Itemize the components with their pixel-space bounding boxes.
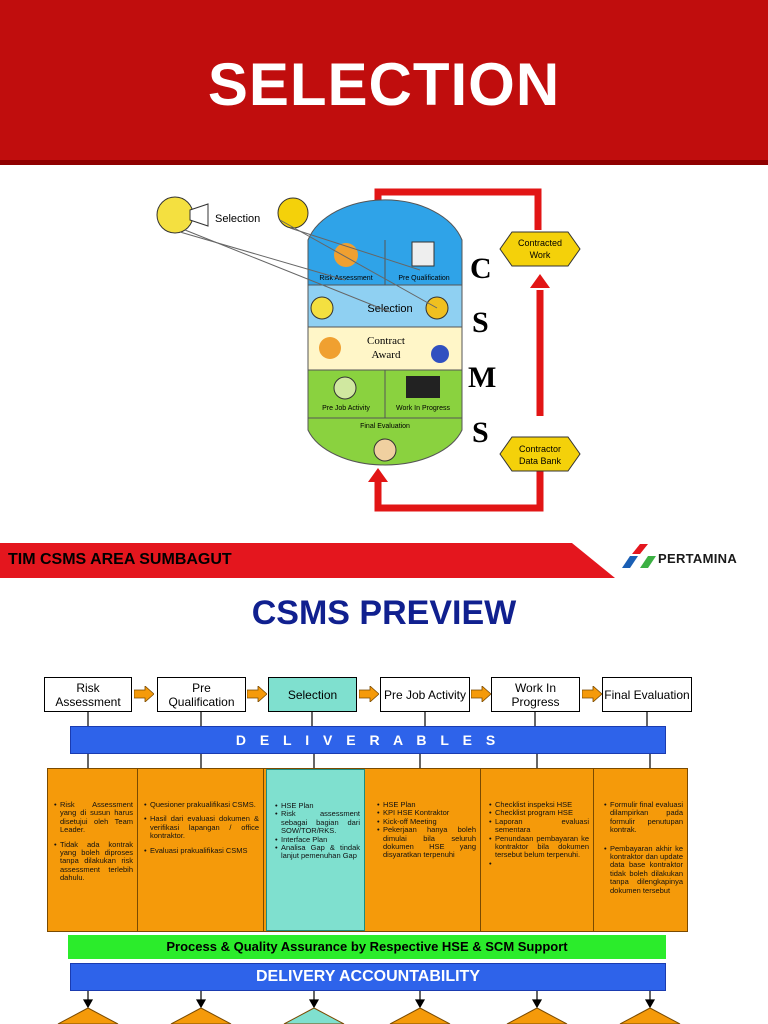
list-item: Quesioner prakualifikasi CSMS. bbox=[144, 800, 259, 810]
col-pre-job-activity: HSE Plan KPI HSE Kontraktor Kick-off Mee… bbox=[369, 769, 481, 931]
contracted-work-line1: Contracted bbox=[518, 238, 562, 248]
list-item: Hasil dari evaluasi dokumen & verifikasi… bbox=[144, 815, 259, 840]
step-selection: Selection bbox=[268, 677, 357, 712]
selection-callout: Selection bbox=[156, 196, 438, 313]
deliverables-grid: Risk Assessment yang di susun harus dise… bbox=[47, 768, 688, 932]
phase-selection: Selection bbox=[367, 303, 412, 315]
slide-selection: SELECTION Risk Assessment bbox=[0, 0, 768, 578]
footer-red-band bbox=[0, 543, 615, 578]
csms-letters: C S M S bbox=[468, 252, 496, 449]
bottom-diamond-5 bbox=[506, 1007, 568, 1024]
worker-icon bbox=[406, 376, 440, 398]
process-qa-bar: Process & Quality Assurance by Respectiv… bbox=[68, 935, 666, 959]
list-item: Tidak ada kontrak yang boleh diproses ta… bbox=[54, 840, 133, 883]
phase-pre-qualification: Pre Qualification bbox=[398, 275, 449, 282]
risk-icon bbox=[334, 243, 358, 267]
step-risk-assessment: Risk Assessment bbox=[44, 677, 132, 712]
contracted-work-line2: Work bbox=[530, 250, 551, 260]
list-item: KPI HSE Kontraktor bbox=[377, 808, 476, 818]
phase-contract-award-2: Award bbox=[372, 349, 401, 361]
step-pre-qualification: Pre Qualification bbox=[157, 677, 246, 712]
list-item: Pembayaran akhir ke kontraktor dan updat… bbox=[604, 844, 683, 895]
phase-contract-award-1: Contract bbox=[367, 335, 405, 347]
list-item: Laporan evaluasi sementara bbox=[489, 817, 589, 835]
prequal-icon bbox=[411, 241, 435, 267]
col-risk-assessment: Risk Assessment yang di susun harus dise… bbox=[48, 769, 138, 931]
data-bank-line2: Data Bank bbox=[519, 456, 562, 466]
col-pre-qualification: Quesioner prakualifikasi CSMS. Hasil dar… bbox=[138, 769, 264, 931]
preview-title: CSMS PREVIEW bbox=[251, 594, 517, 632]
step-arrow-4 bbox=[471, 686, 491, 702]
step-arrow-5 bbox=[582, 686, 602, 702]
step-final-evaluation: Final Evaluation bbox=[602, 677, 692, 712]
list-item: Checklist program HSE bbox=[489, 808, 589, 818]
col-final-evaluation: Formulir final evaluasi dilampirkan pada… bbox=[594, 769, 687, 931]
bottom-diamond-2 bbox=[170, 1007, 232, 1024]
bottom-diamond-6 bbox=[619, 1007, 681, 1024]
phase-final-evaluation: Final Evaluation bbox=[360, 423, 410, 430]
callout-gavel-icon bbox=[277, 197, 309, 229]
phase-risk-assessment: Risk Assessment bbox=[319, 275, 372, 282]
bottom-diamond-3 bbox=[283, 1007, 345, 1024]
evaluation-icon bbox=[373, 438, 397, 462]
step-arrow-1 bbox=[134, 686, 154, 702]
bottom-diamond-1 bbox=[57, 1007, 119, 1024]
phase-pre-job-activity: Pre Job Activity bbox=[322, 405, 370, 412]
list-item: HSE Plan bbox=[275, 801, 360, 811]
list-item: HSE Plan bbox=[377, 800, 476, 810]
logo-text: PERTAMINA bbox=[658, 551, 738, 566]
list-item: Checklist inspeksi HSE bbox=[489, 800, 589, 810]
callout-selection-label: Selection bbox=[215, 213, 260, 225]
letter-m: M bbox=[468, 361, 496, 394]
letter-s1: S bbox=[472, 306, 489, 339]
list-item: Evaluasi prakualifikasi CSMS bbox=[144, 846, 259, 856]
letter-c: C bbox=[470, 252, 492, 285]
title-band bbox=[0, 0, 768, 165]
step-pre-job-activity: Pre Job Activity bbox=[380, 677, 470, 712]
list-item: Penundaan pembayaran ke kontraktor bila … bbox=[489, 834, 589, 860]
contracted-work-hex: Contracted Work bbox=[499, 231, 581, 267]
list-item: Formulir final evaluasi dilampirkan pada… bbox=[604, 800, 683, 835]
slide-title: SELECTION bbox=[207, 51, 561, 118]
list-item: Risk Assessment yang di susun harus dise… bbox=[54, 800, 133, 835]
pertamina-logo-icon bbox=[622, 544, 656, 568]
deliverables-bar: D E L I V E R A B L E S bbox=[70, 726, 666, 754]
bottom-diamond-4 bbox=[389, 1007, 451, 1024]
contractor-data-bank-hex: Contractor Data Bank bbox=[499, 436, 581, 472]
step-arrow-3 bbox=[359, 686, 379, 702]
data-bank-line1: Contractor bbox=[519, 444, 561, 454]
delivery-accountability-bar: DELIVERY ACCOUNTABILITY bbox=[70, 963, 666, 991]
list-item: Kick-off Meeting bbox=[377, 817, 476, 827]
selection-badge-icon bbox=[310, 296, 334, 320]
footer-text: TIM CSMS AREA SUMBAGUT bbox=[8, 551, 232, 568]
letter-s2: S bbox=[472, 416, 489, 449]
pen-icon bbox=[431, 345, 449, 363]
col-work-in-progress: Checklist inspeksi HSE Checklist program… bbox=[481, 769, 594, 931]
step-arrow-2 bbox=[247, 686, 267, 702]
list-item: Analisa Gap & tindak lanjut pemenuhan Ga… bbox=[275, 843, 360, 861]
award-icon bbox=[319, 337, 341, 359]
step-work-in-progress: Work In Progress bbox=[491, 677, 580, 712]
csms-diagram: Risk Assessment Pre Qualification Select… bbox=[156, 188, 581, 512]
meeting-icon bbox=[333, 376, 357, 400]
list-item: Risk assessment sebagai bagian dari SOW/… bbox=[275, 810, 360, 835]
col-selection: HSE Plan Risk assessment sebagai bagian … bbox=[266, 769, 365, 931]
list-item: Pekerjaan hanya boleh dimulai bila selur… bbox=[377, 826, 476, 860]
phase-work-in-progress: Work In Progress bbox=[396, 405, 450, 412]
list-item: Interface Plan bbox=[275, 835, 360, 845]
